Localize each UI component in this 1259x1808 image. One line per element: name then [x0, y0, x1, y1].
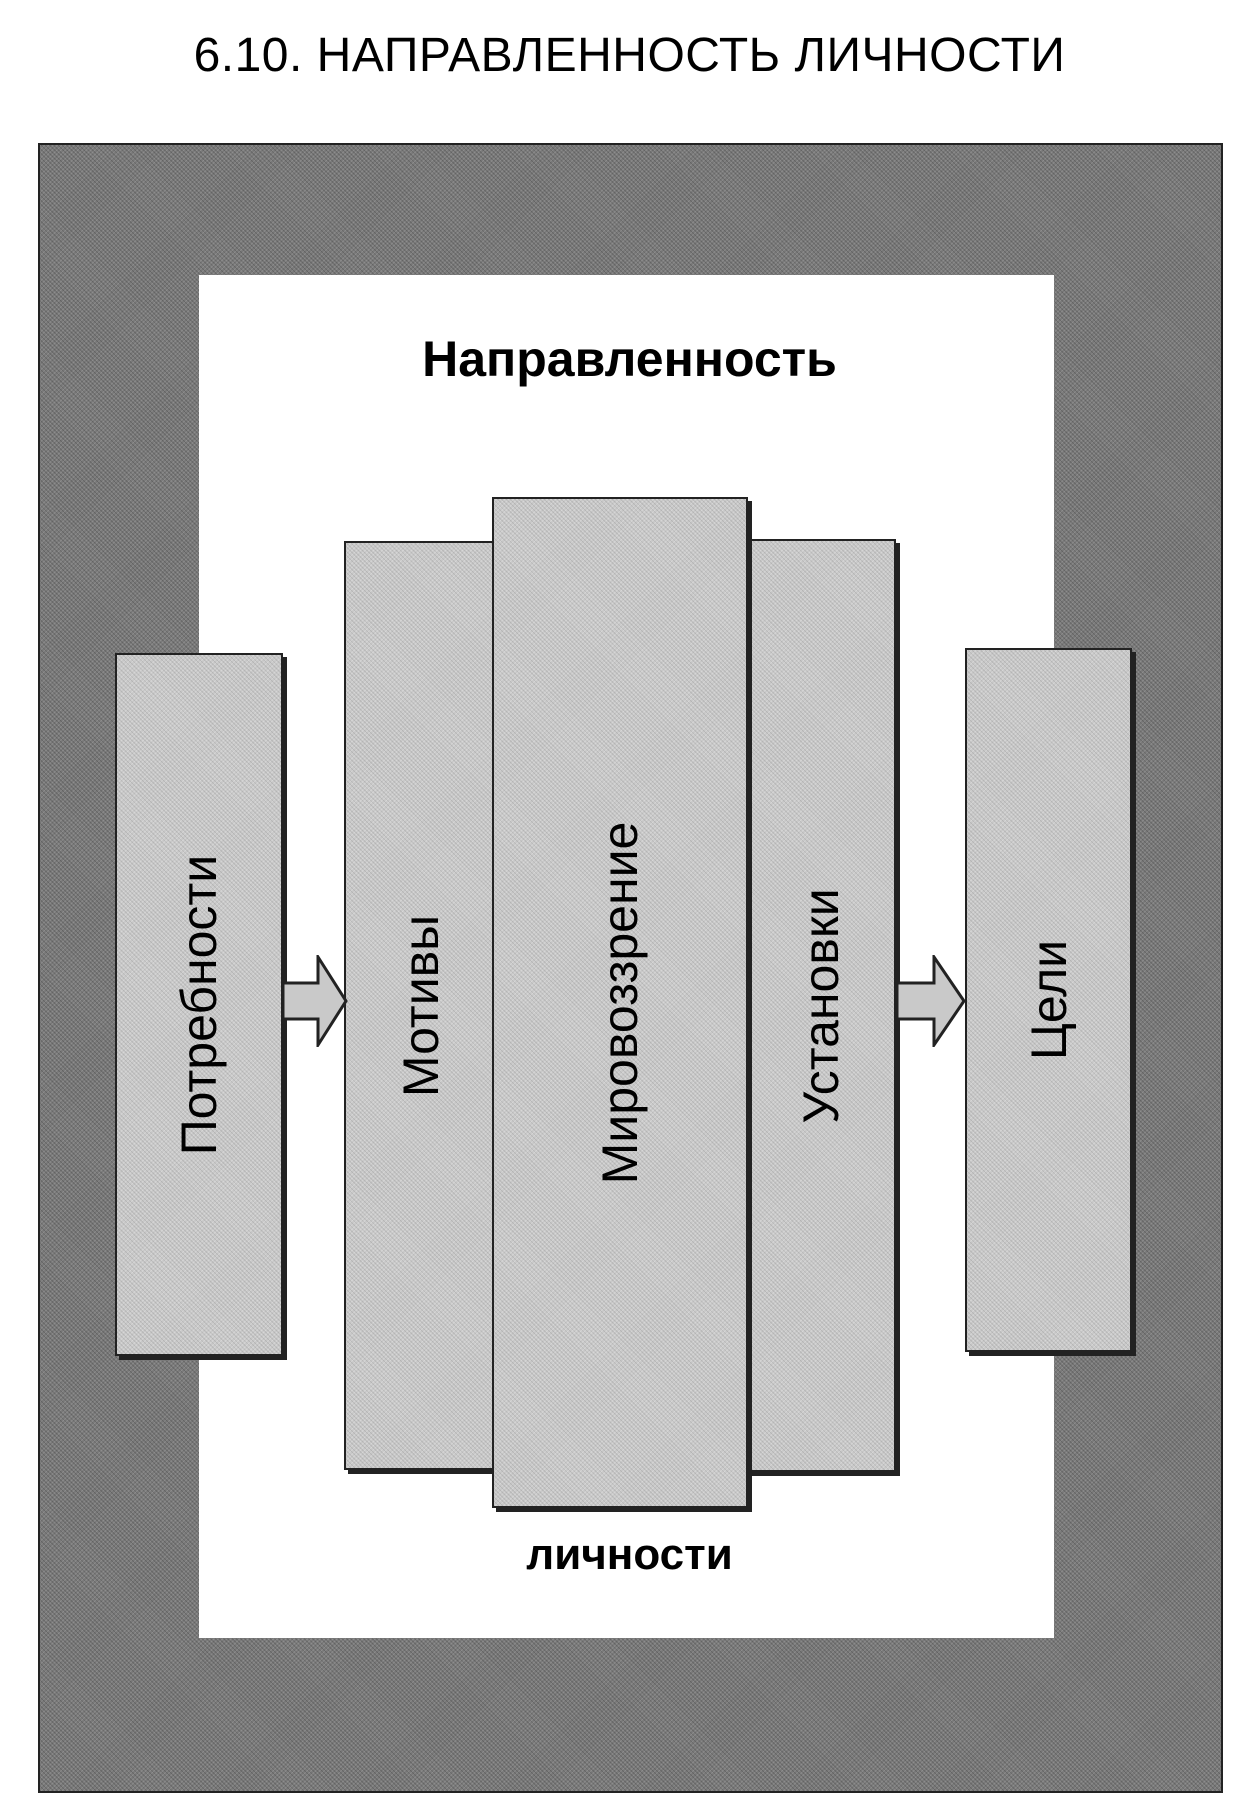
- motives-block: Мотивы: [344, 541, 498, 1470]
- attitudes-block: Установки: [746, 539, 896, 1472]
- attitudes-label: Установки: [793, 887, 849, 1124]
- needs-block: Потребности: [115, 653, 283, 1356]
- goals-label: Цели: [1020, 939, 1077, 1061]
- needs-label: Потребности: [171, 854, 227, 1155]
- goals-block: Цели: [965, 648, 1132, 1352]
- arrow-needs-to-motives: [282, 955, 348, 1047]
- page-title: 6.10. НАПРАВЛЕННОСТЬ ЛИЧНОСТИ: [193, 29, 1066, 82]
- frame-label-top: Направленность: [422, 331, 837, 387]
- frame-label-bottom: личности: [526, 1530, 733, 1579]
- motives-label: Мотивы: [393, 914, 449, 1097]
- worldview-block: Мировоззрение: [492, 497, 748, 1508]
- arrow-attitudes-to-goals: [896, 955, 966, 1047]
- worldview-label: Мировоззрение: [592, 821, 648, 1184]
